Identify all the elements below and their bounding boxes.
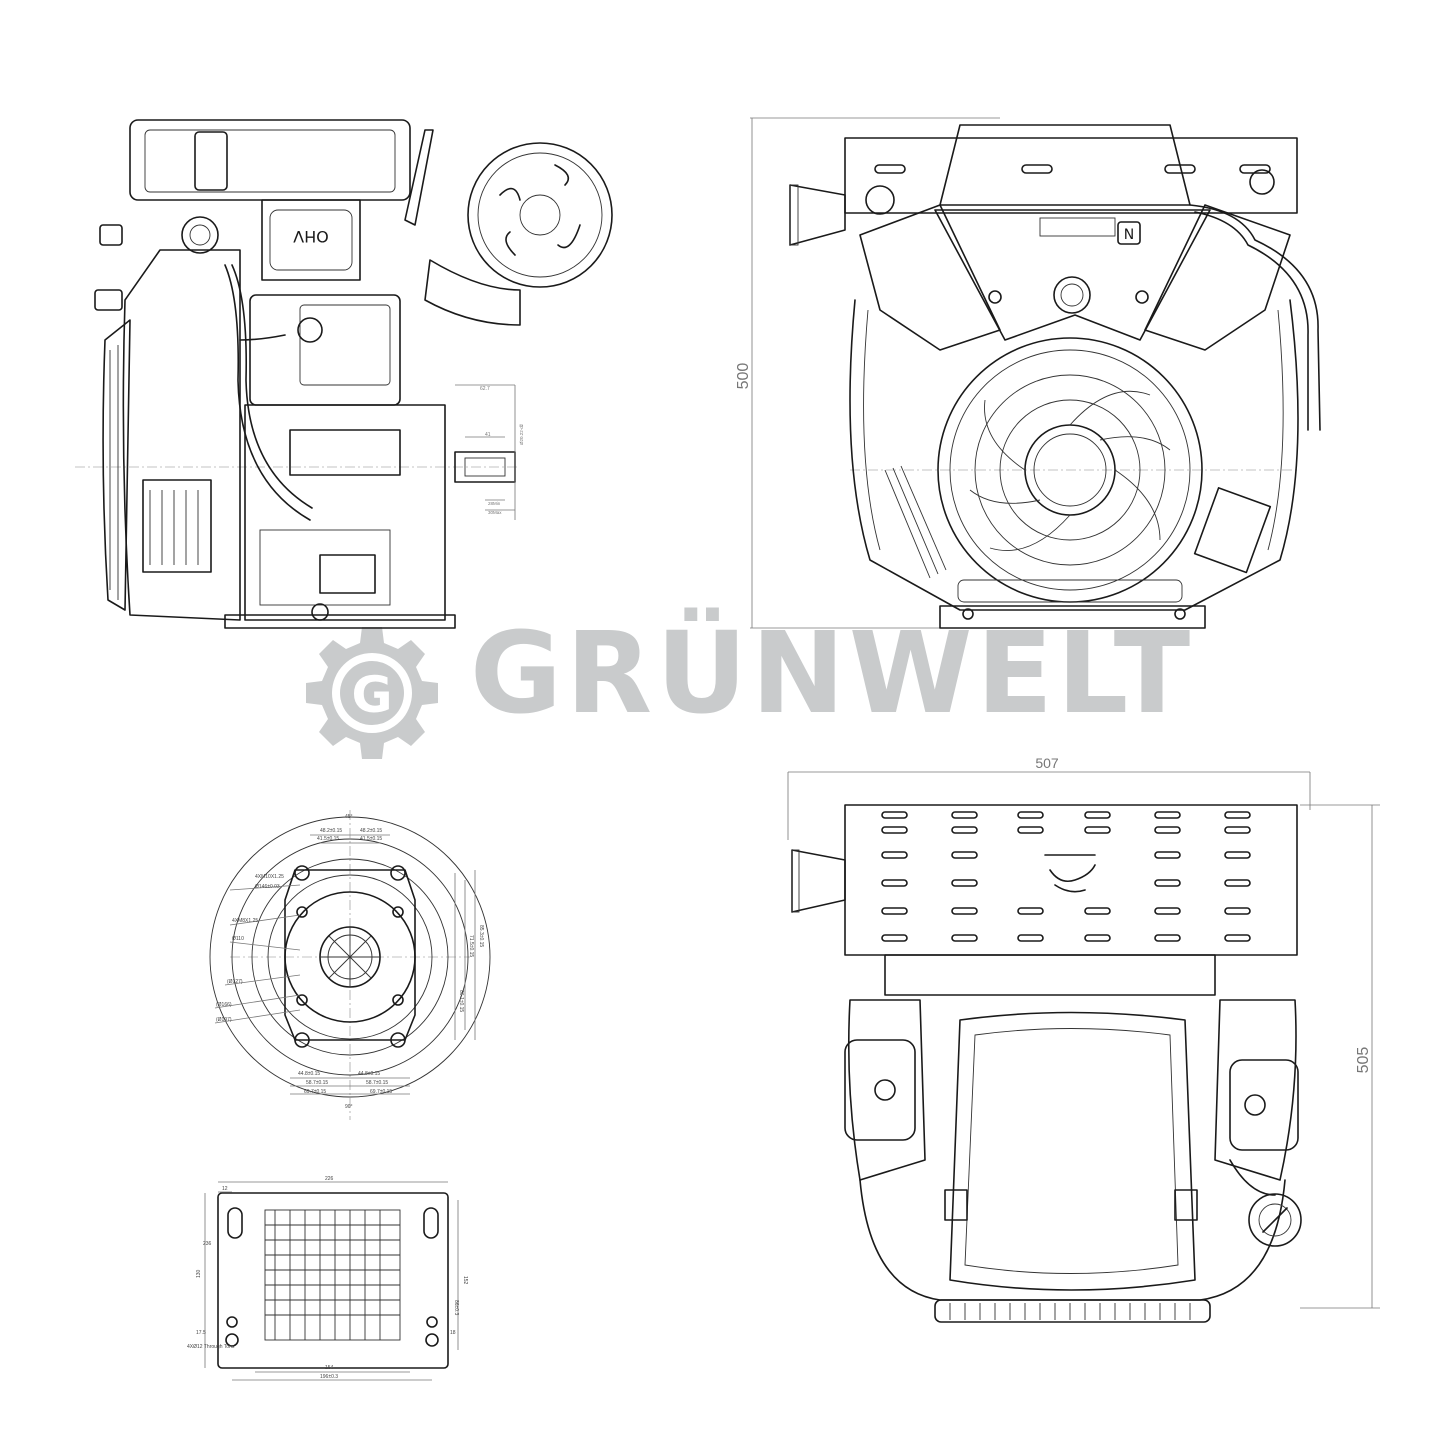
width-dimension-label: 507 xyxy=(1035,755,1059,771)
dim-86: 86±0.3 xyxy=(453,1300,459,1315)
dim-phi-146: Ø146±0.03 xyxy=(255,884,280,890)
dim-phi-110: Ø110 xyxy=(232,936,244,942)
dim-m8: 4XM8X1.25 xyxy=(232,918,258,924)
dim-m10: 4XM10X1.25 xyxy=(255,874,284,880)
dim-phi-166: (Ø166) xyxy=(216,1002,232,1008)
dim-28min: 28Min xyxy=(488,501,501,506)
top-view: 507 505 xyxy=(787,755,1380,1323)
dim-69-7: 69.7±0.15 xyxy=(304,1089,326,1095)
dim-30max: 30Max xyxy=(488,510,502,515)
depth-dimension-label: 505 xyxy=(1355,1047,1372,1074)
dim-226: 226 xyxy=(325,1176,334,1182)
dim-90-deg: 90° xyxy=(345,1104,353,1110)
dim-48-2-b: 48.2±0.15 xyxy=(360,828,382,834)
dim-48-2: 48.2±0.15 xyxy=(320,828,342,834)
dim-12: 12 xyxy=(222,1186,228,1192)
n-emblem: N xyxy=(1124,227,1134,243)
dim-41-5-b: 41.5±0.15 xyxy=(360,836,382,842)
gear-logo-icon: G xyxy=(306,627,438,759)
dim-58-7-b: 58.7±0.15 xyxy=(366,1080,388,1086)
dim-shaft-dia: Ø20.22-ǆ xyxy=(519,424,524,445)
hand-logo-icon xyxy=(1044,854,1096,893)
logo-letter: G xyxy=(351,666,392,724)
dim-196: 196±0.3 xyxy=(320,1374,338,1380)
dim-phi-127: (Ø127) xyxy=(227,979,243,985)
dim-236: 236 xyxy=(203,1241,212,1247)
dim-152: 152 xyxy=(462,1276,468,1285)
dim-phi-197: (Ø197) xyxy=(216,1017,232,1023)
dim-44-8-b: 44.8±0.15 xyxy=(358,1071,380,1077)
dim-41-5: 41.5±0.15 xyxy=(317,836,339,842)
dim-154: 154 xyxy=(325,1365,334,1371)
height-dimension-label: 500 xyxy=(735,363,752,390)
base-view: 226 12 130 152 236 17.5 18 154 196±0.3 8… xyxy=(187,1176,468,1381)
dim-69-7-b: 69.7±0.15 xyxy=(370,1089,392,1095)
dim-17-5: 17.5 xyxy=(196,1330,206,1336)
dim-41: 41 xyxy=(485,432,491,438)
flange-view: 48.2±0.15 48.2±0.15 41.5±0.15 41.5±0.15 … xyxy=(209,810,491,1120)
brand-watermark: G GRÜNWELT xyxy=(306,608,1194,759)
dim-18: 18 xyxy=(450,1330,456,1336)
dim-71-5: 71.5±0.15 xyxy=(468,935,474,957)
dim-85-3: 85.3±0.15 xyxy=(478,925,484,947)
dim-holes: 4XØ12 Through Tons xyxy=(187,1344,235,1350)
ohv-label: OHV xyxy=(293,227,329,246)
dim-44-8: 44.8±0.15 xyxy=(298,1071,320,1077)
dim-86-1: 86.1±0.15 xyxy=(458,990,464,1012)
front-view: 500 N xyxy=(735,117,1321,629)
dim-62-7: 62.7 xyxy=(480,386,490,392)
dim-45-deg: 45° xyxy=(345,814,353,820)
side-view: OHV 62.7 41 xyxy=(75,119,613,629)
dim-130: 130 xyxy=(196,1269,202,1278)
dim-58-7: 58.7±0.15 xyxy=(306,1080,328,1086)
brand-name: GRÜNWELT xyxy=(470,608,1194,739)
